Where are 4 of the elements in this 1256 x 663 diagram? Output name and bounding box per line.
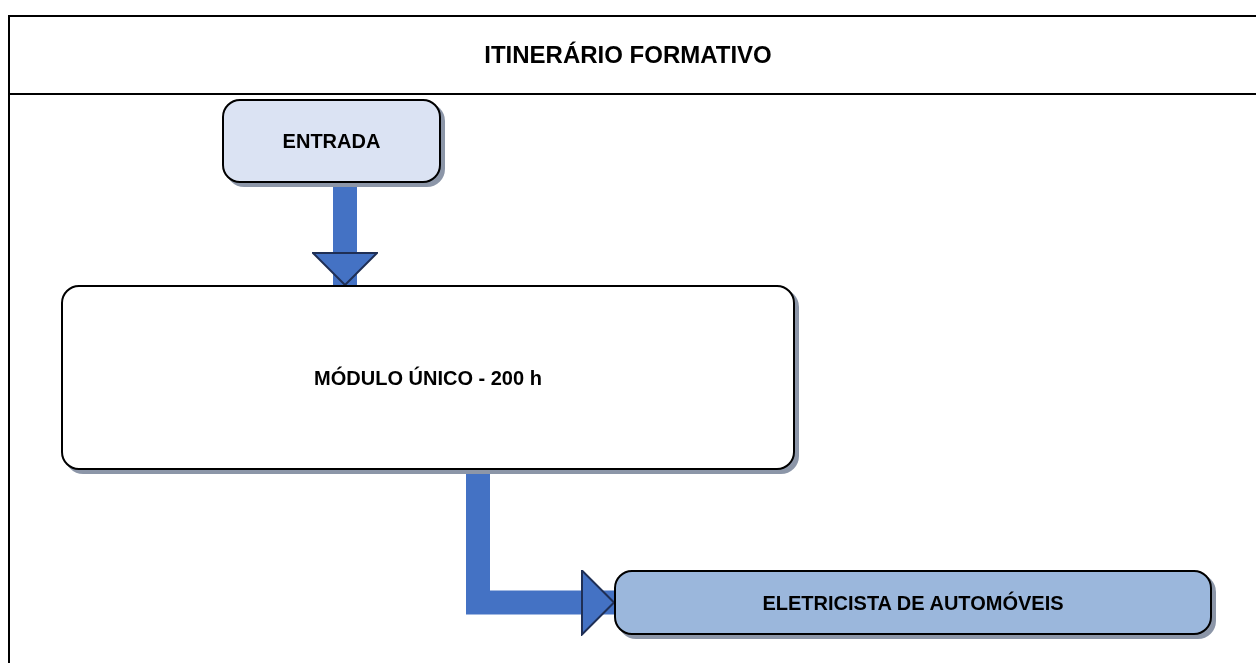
box-label: MÓDULO ÚNICO - 200 h: [314, 365, 542, 391]
title: ITINERÁRIO FORMATIVO: [484, 40, 772, 70]
box-label: ENTRADA: [282, 129, 381, 154]
box-label: ELETRICISTA DE AUTOMÓVEIS: [762, 590, 1064, 616]
